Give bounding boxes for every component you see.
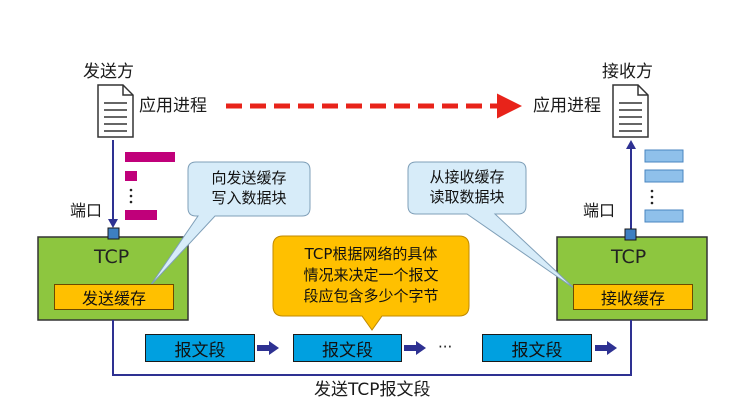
bottom-label: 发送TCP报文段 [314,380,431,400]
receiver-port-label: 端口 [583,201,616,220]
sender-callout-line: 写入数据块 [211,189,287,207]
sender-document-icon [97,84,134,138]
receiver-title: 接收方 [602,62,653,82]
sender-title: 发送方 [83,62,134,82]
receiver-callout-line: 从接收缓存 [429,168,505,186]
receiver-document-icon [612,84,649,138]
receiver-buffer: 接收缓存 [573,284,693,310]
arrow-right-icon [595,341,617,355]
receiver-callout-bubble [407,161,576,290]
sender-port [107,227,120,240]
sender-process-label: 应用进程 [139,96,207,116]
receiver-up-arrow-icon [626,140,636,149]
network-note-text: TCP根据网络的具体 情况来决定一个报文 段应包含多少个字节 [275,244,467,307]
sender-buffer: 发送缓存 [54,284,174,310]
network-note-line: TCP根据网络的具体 [304,245,438,263]
sender-callout-text: 向发送缓存 写入数据块 [190,168,308,208]
receiver-process-label: 应用进程 [533,96,601,116]
segment-box: 报文段 [482,334,592,362]
receiver-tcp-label: TCP [611,246,647,268]
network-note-bubble [272,235,470,331]
arrow-right-icon [257,341,279,355]
receiver-callout-line: 读取数据块 [429,188,505,206]
segment-box: 报文段 [145,334,255,362]
receiver-port [624,228,637,241]
receiver-data-blocks [644,149,684,223]
sender-data-blocks [125,152,175,220]
sender-down-arrow-icon [108,219,118,228]
sender-callout-bubble [149,161,311,287]
sender-port-label: 端口 [70,201,103,220]
receiver-callout-text: 从接收缓存 读取数据块 [410,167,524,207]
network-note-line: 情况来决定一个报文 [303,266,439,284]
sender-callout-line: 向发送缓存 [211,169,287,187]
segment-box: 报文段 [293,334,402,362]
network-note-line: 段应包含多少个字节 [303,287,439,305]
arrow-right-icon [404,341,426,355]
sender-tcp-label: TCP [94,246,130,268]
segment-path-line [112,320,632,376]
segments-ellipsis: ··· [438,338,453,356]
